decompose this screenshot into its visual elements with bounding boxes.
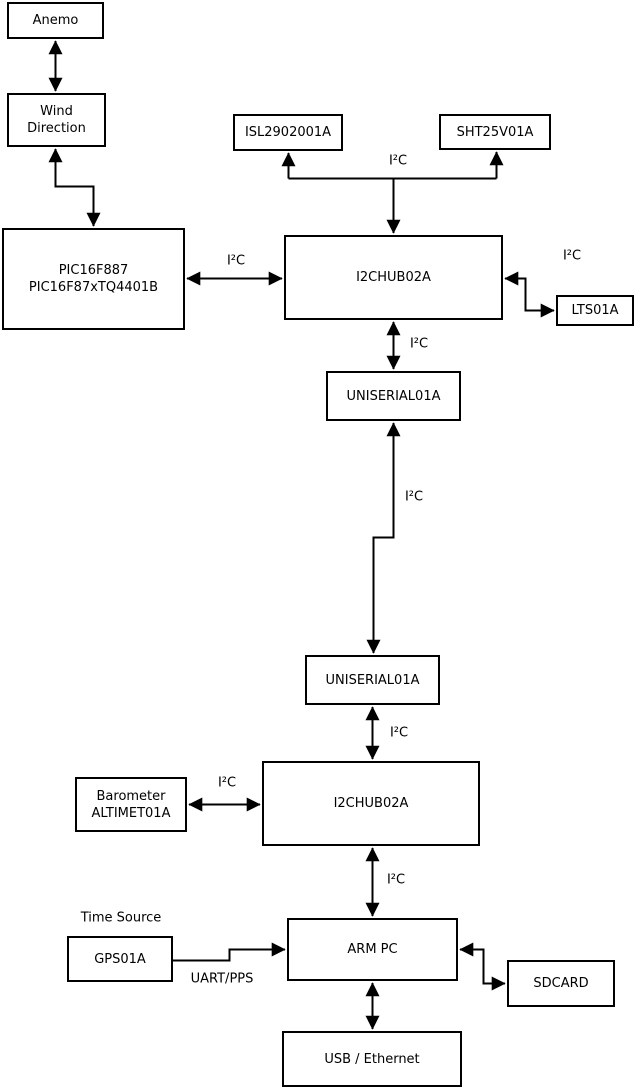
- edge-label-i2c-uniserial2-hub2: I²C: [389, 725, 409, 741]
- edge-hub1-lts: [504, 271, 555, 318]
- edge-uniserial1-uniserial2: [366, 422, 401, 654]
- node-arm-pc: ARM PC: [287, 918, 458, 981]
- node-label: PIC16F87xTQ4401B: [28, 280, 159, 295]
- node-label: USB / Ethernet: [324, 1051, 420, 1067]
- node-label: SHT25V01A: [456, 124, 534, 140]
- edge-label-i2c-hub2-armpc: I²C: [386, 872, 406, 888]
- node-label: ALTIMET01A: [91, 805, 171, 821]
- node-label: UNISERIAL01A: [346, 388, 441, 404]
- edge-label-i2c-bus: I²C: [388, 153, 408, 169]
- node-gps01a: GPS01A: [67, 936, 173, 982]
- edge-label-i2c-pic-hub1: I²C: [226, 253, 246, 269]
- node-label: SDCARD: [533, 976, 589, 991]
- node-i2chub02a-top: I2CHUB02A: [284, 235, 503, 320]
- node-label: UNISERIAL01A: [325, 672, 420, 688]
- node-label: ISL2902001A: [244, 125, 332, 140]
- edge-label-uart-pps: UART/PPS: [190, 971, 254, 987]
- node-uniserial01a-bottom: UNISERIAL01A: [305, 655, 440, 705]
- edge-label-i2c-barometer: I²C: [217, 775, 237, 791]
- edge-label-i2c-hub1-uniserial1: I²C: [409, 336, 429, 352]
- node-label: Barometer: [96, 788, 166, 804]
- edge-armpc-sdcard: [459, 942, 506, 991]
- node-usb-ethernet: USB / Ethernet: [282, 1031, 462, 1087]
- edge-label-i2c-lts: I²C: [562, 248, 582, 264]
- label-time-source: Time Source: [80, 910, 162, 926]
- node-label: LTS01A: [571, 303, 619, 318]
- node-wind-direction: Wind Direction: [7, 93, 106, 147]
- node-sht25v01a: SHT25V01A: [439, 114, 551, 150]
- node-lts01a: LTS01A: [556, 295, 634, 326]
- node-label: ARM PC: [347, 942, 398, 957]
- node-label: I2CHUB02A: [333, 796, 409, 811]
- edge-label-i2c-uniserial-link: I²C: [404, 489, 424, 505]
- node-anemo: Anemo: [7, 2, 104, 39]
- node-pic16f887: PIC16F887 PIC16F87xTQ4401B: [2, 228, 185, 330]
- node-sdcard: SDCARD: [507, 960, 615, 1007]
- node-uniserial01a-top: UNISERIAL01A: [326, 371, 461, 421]
- node-label: Anemo: [32, 13, 79, 28]
- node-label: Wind: [40, 104, 73, 119]
- node-label: I2CHUB02A: [356, 270, 431, 285]
- node-barometer-altimet01a: Barometer ALTIMET01A: [75, 777, 187, 832]
- node-i2chub02a-bottom: I2CHUB02A: [262, 761, 480, 846]
- node-label: Direction: [27, 121, 86, 136]
- node-label: PIC16F887: [58, 263, 129, 278]
- node-isl2902001a: ISL2902001A: [233, 114, 343, 151]
- node-label: GPS01A: [94, 951, 146, 967]
- edge-gps-armpc: [173, 942, 286, 962]
- edge-wind-pic: [48, 148, 101, 227]
